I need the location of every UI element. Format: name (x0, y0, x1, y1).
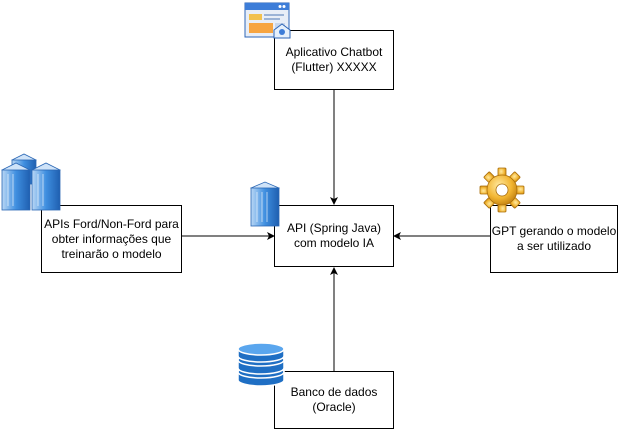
chatbot-app-node: Aplicativo Chatbot (Flutter) XXXXX (274, 30, 394, 90)
node-label: Banco de dados (Oracle) (291, 385, 378, 415)
label-line: Aplicativo Chatbot (285, 45, 383, 59)
label-line: (Flutter) XXXXX (291, 60, 377, 74)
database-icon (237, 342, 285, 387)
node-label: Aplicativo Chatbot (Flutter) XXXXX (286, 45, 383, 75)
server-unit (1, 162, 31, 211)
label-line: GPT gerando o modelo (491, 224, 617, 238)
api-node: API (Spring Java) com modelo IA (274, 205, 394, 267)
label-line: treinarão o modelo (61, 246, 162, 261)
label-line: Banco de dados (290, 385, 378, 399)
label-line: com modelo IA (293, 236, 375, 250)
database-node: Banco de dados (Oracle) (274, 371, 394, 429)
node-label: APIs Ford/Non-Ford para obter informaçõe… (44, 217, 179, 262)
gear-icon (479, 167, 525, 213)
server-icon (249, 181, 281, 227)
label-line: API (Spring Java) (286, 221, 382, 235)
apis-ford-node: APIs Ford/Non-Ford para obter informaçõe… (41, 205, 182, 273)
server-cluster-icon (1, 153, 61, 211)
node-label: GPT gerando o modelo a ser utilizado (492, 224, 617, 254)
label-line: APIs Ford/Non-Ford para (44, 216, 179, 231)
gpt-node: GPT gerando o modelo a ser utilizado (490, 205, 618, 273)
label-line: a ser utilizado (516, 239, 592, 253)
label-line: (Oracle) (312, 400, 356, 414)
label-line: obter informações que (51, 231, 172, 246)
browser-window-icon (244, 2, 291, 39)
node-label: API (Spring Java) com modelo IA (287, 221, 381, 251)
server-unit (31, 162, 61, 211)
